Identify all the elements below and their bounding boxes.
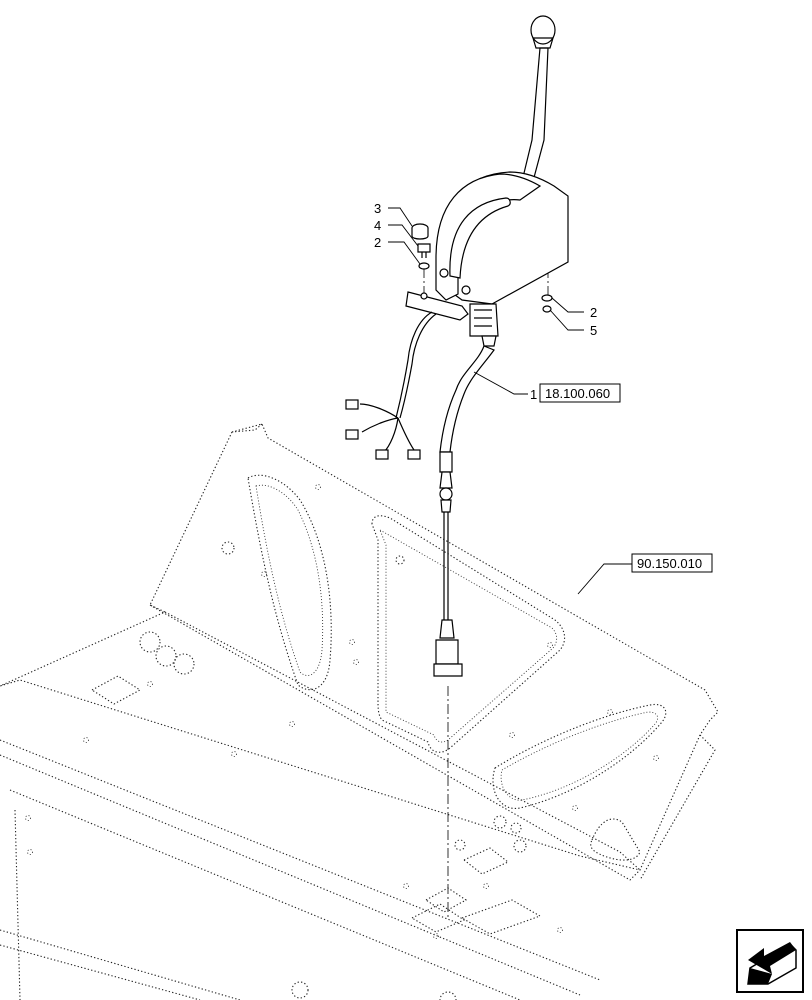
connector-a: [345, 399, 359, 410]
control-lever-assembly: [405, 15, 569, 677]
arrow-left-down-icon[interactable]: [736, 929, 804, 993]
callout-1: 1: [530, 387, 537, 402]
reference-floor-text: 90.150.010: [637, 556, 702, 571]
wiring-harness: [345, 311, 437, 460]
callout-2-right: 2: [590, 305, 597, 320]
leader-lines: [388, 207, 632, 595]
reference-box-floor[interactable]: 90.150.010: [631, 553, 713, 573]
center-lines: [423, 268, 549, 920]
reference-box-control[interactable]: 18.100.060: [539, 383, 621, 403]
reference-control-text: 18.100.060: [545, 386, 610, 401]
floor-platform: [0, 423, 719, 1000]
callout-5: 5: [590, 323, 597, 338]
callout-2-left: 2: [374, 235, 381, 250]
connector-d: [407, 449, 421, 460]
connector-c: [375, 449, 389, 460]
hardware-parts: [411, 223, 553, 313]
callout-4: 4: [374, 218, 381, 233]
connector-b: [345, 429, 359, 440]
callout-3: 3: [374, 201, 381, 216]
